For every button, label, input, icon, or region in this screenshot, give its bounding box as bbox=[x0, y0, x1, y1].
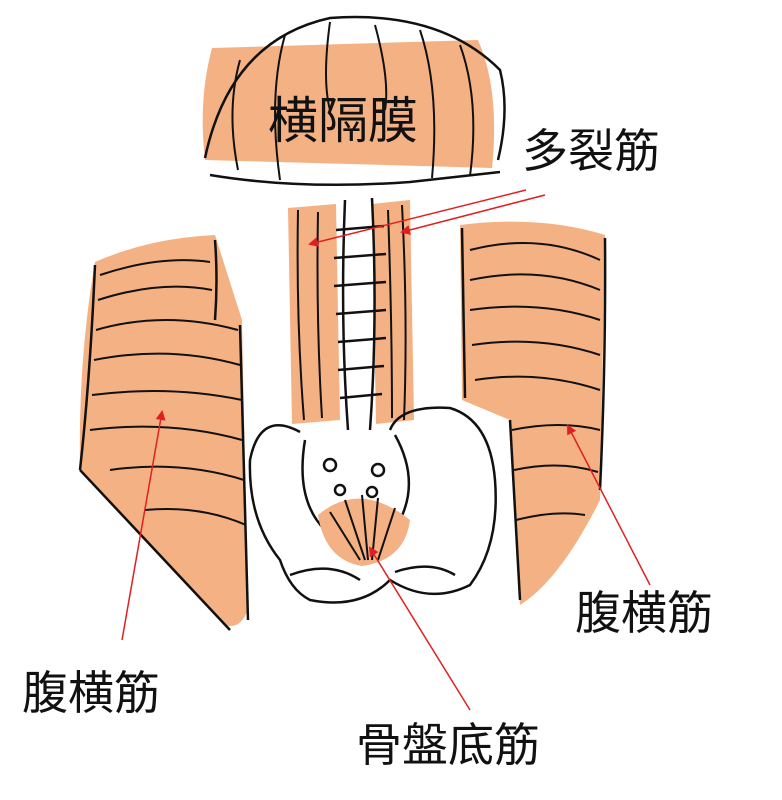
transversus-abdominis-left bbox=[78, 235, 250, 631]
multifidus-label: 多裂筋 bbox=[522, 124, 660, 178]
multifidus-muscle bbox=[288, 200, 414, 424]
arrow-transversus-right bbox=[567, 424, 651, 586]
arrow-multifidus-left bbox=[308, 189, 527, 247]
pelvic-floor-muscle bbox=[318, 494, 410, 566]
arrow-transversus-left bbox=[121, 410, 166, 641]
pelvic-floor-label: 骨盤底筋 bbox=[356, 718, 540, 772]
arrow-multifidus-right bbox=[400, 194, 546, 235]
diaphragm-label: 横隔膜 bbox=[268, 92, 418, 150]
diaphragm-muscle bbox=[202, 15, 506, 187]
transversus-abdominis-left-label: 腹横筋 bbox=[22, 666, 160, 720]
transversus-abdominis-right bbox=[460, 221, 607, 605]
transversus-abdominis-right-label: 腹横筋 bbox=[575, 586, 713, 640]
arrow-pelvic-floor bbox=[368, 546, 471, 711]
